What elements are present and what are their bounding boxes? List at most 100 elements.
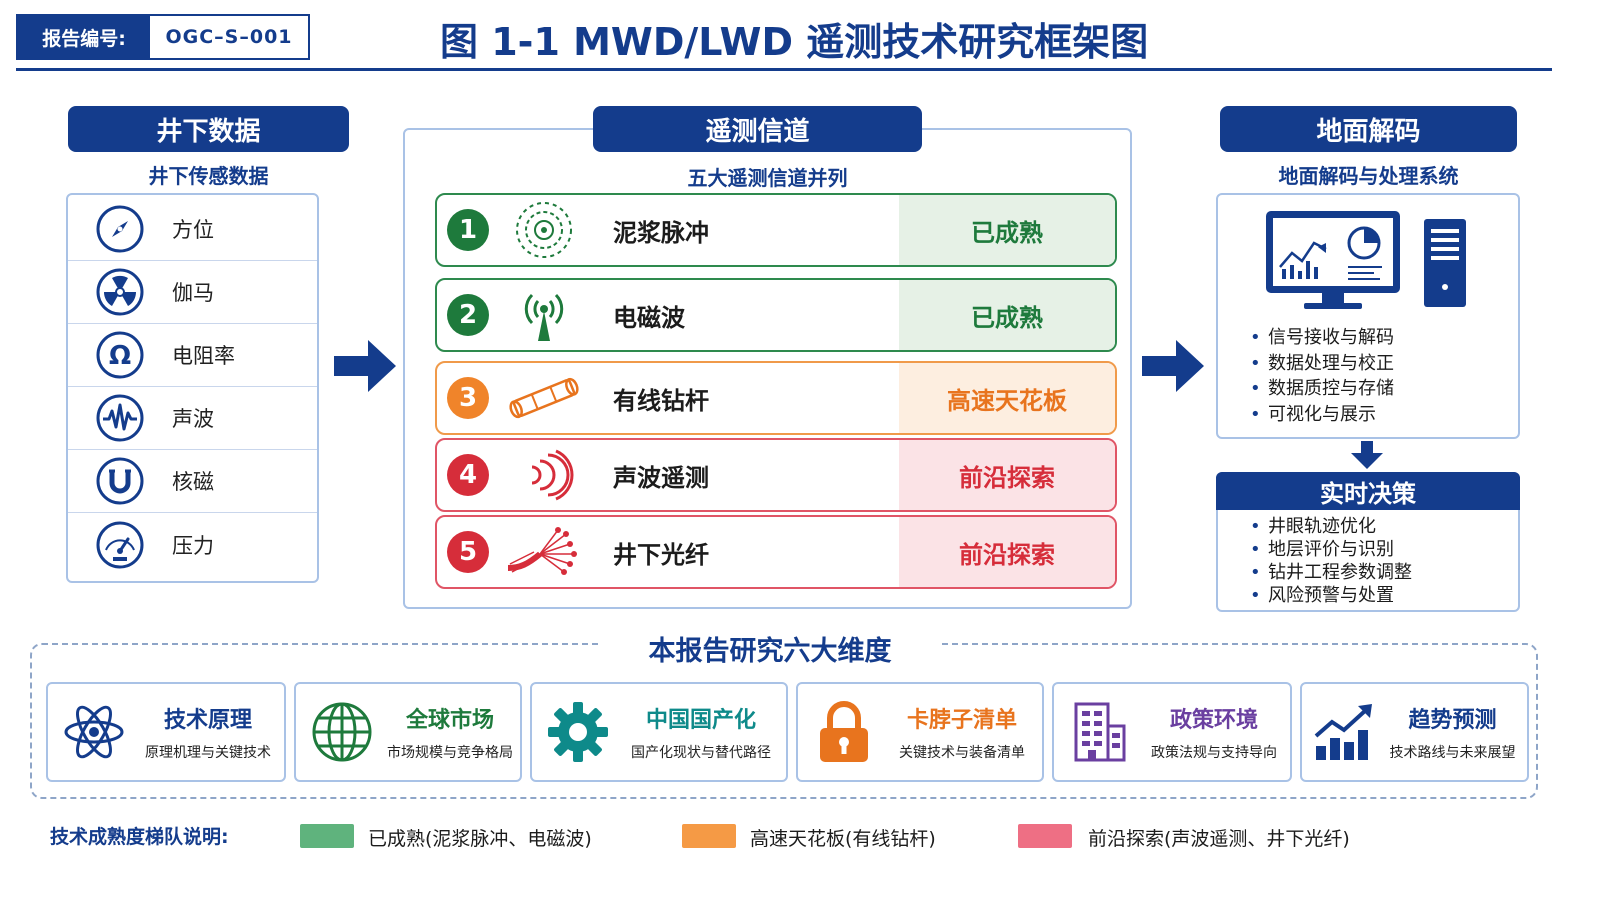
building-icon: [1062, 700, 1138, 764]
sensor-label: 声波: [172, 406, 214, 431]
lock-icon: [806, 700, 882, 764]
gear-icon: [540, 700, 616, 764]
surface-function-list: 信号接收与解码 数据处理与校正 数据质控与存储 可视化与展示: [1248, 325, 1508, 427]
channel-row-fiber: 5 井下光纤 前沿探索: [435, 515, 1117, 589]
legend-label-mature: 已成熟(泥浆脉冲、电磁波): [368, 828, 592, 850]
page-title: 图 1-1 MWD/LWD 遥测技术研究框架图: [440, 19, 1149, 64]
channel-title: 遥测信道: [593, 106, 922, 152]
channel-status: 高速天花板: [899, 363, 1115, 433]
decision-item: 井眼轨迹优化: [1248, 515, 1516, 538]
sensor-label: 伽马: [172, 280, 214, 305]
sensor-label: 方位: [172, 217, 214, 242]
decision-item: 地层评价与识别: [1248, 538, 1516, 561]
globe-icon: [304, 700, 380, 764]
channel-name: 声波遥测: [613, 463, 709, 492]
dimension-title: 技术原理: [163, 708, 252, 733]
trend-chart-icon: [1310, 702, 1378, 762]
channel-status: 已成熟: [899, 195, 1115, 265]
dimension-card-market: 全球市场市场规模与竞争格局: [294, 682, 522, 782]
flow-arrow-right-icon: [334, 340, 396, 396]
decision-item: 钻井工程参数调整: [1248, 561, 1516, 584]
channel-status: 已成熟: [899, 280, 1115, 350]
surface-function-item: 数据质控与存储: [1248, 376, 1508, 402]
downhole-sensor-list: 方位 伽马 Ω 电阻率 声波 核磁 压力: [66, 193, 319, 583]
downhole-subtitle: 井下传感数据: [148, 164, 269, 188]
dimension-subtitle: 市场规模与竞争格局: [387, 745, 513, 761]
sensor-row-gamma: 伽马: [68, 260, 317, 324]
legend-swatch-ceiling: [682, 824, 736, 848]
sensor-label: 电阻率: [172, 343, 235, 368]
channel-number-badge: 3: [447, 377, 489, 419]
channel-number-badge: 2: [447, 294, 489, 336]
magnet-icon: [68, 456, 172, 506]
downhole-title: 井下数据: [68, 106, 349, 152]
fiber-optic-icon: [489, 524, 599, 580]
decision-list: 井眼轨迹优化 地层评价与识别 钻井工程参数调整 风险预警与处置: [1248, 515, 1516, 607]
compass-icon: [68, 204, 172, 254]
dimension-card-bottleneck: 卡脖子清单关键技术与装备清单: [796, 682, 1044, 782]
decision-title: 实时决策: [1216, 472, 1520, 510]
channel-name: 有线钻杆: [613, 386, 709, 415]
antenna-icon: [489, 285, 599, 345]
dimensions-title: 本报告研究六大维度: [600, 628, 940, 668]
report-id-value: OGC–S–001: [165, 26, 293, 48]
radiation-icon: [68, 267, 172, 317]
gauge-icon: [68, 520, 172, 570]
dimension-card-principle: 技术原理原理机理与关键技术: [46, 682, 286, 782]
dimension-subtitle: 关键技术与装备清单: [899, 745, 1025, 761]
monitor-icon: [1264, 209, 1404, 317]
channel-number-badge: 5: [447, 531, 489, 573]
channel-row-wired-pipe: 3 有线钻杆 高速天花板: [435, 361, 1117, 435]
pulse-rings-icon: [489, 200, 599, 260]
dimension-subtitle: 原理机理与关键技术: [145, 745, 271, 761]
report-id-box: 报告编号: OGC–S–001: [16, 14, 310, 60]
legend-title: 技术成熟度梯队说明:: [50, 826, 229, 848]
report-id-label: 报告编号:: [18, 16, 150, 58]
dimension-card-trend: 趋势预测技术路线与未来展望: [1300, 682, 1529, 782]
legend-label-frontier: 前沿探索(声波遥测、井下光纤): [1088, 828, 1350, 850]
dimension-title: 全球市场: [405, 708, 494, 733]
channel-number-badge: 1: [447, 209, 489, 251]
atom-icon: [56, 700, 132, 764]
header-divider: [16, 68, 1552, 71]
sensor-row-resistivity: Ω 电阻率: [68, 323, 317, 387]
dimension-subtitle: 技术路线与未来展望: [1389, 745, 1516, 761]
waveform-icon: [68, 393, 172, 443]
server-tower-icon: [1422, 217, 1468, 313]
telemetry-channel-panel: 五大遥测信道并列 1 泥浆脉冲 已成熟 2 电磁波 已成熟 3 有线钻杆 高速天…: [403, 128, 1132, 609]
legend-swatch-mature: [300, 824, 354, 848]
sound-wave-icon: [489, 445, 599, 505]
decision-item: 风险预警与处置: [1248, 584, 1516, 607]
channel-subtitle: 五大遥测信道并列: [687, 166, 848, 190]
surface-subtitle: 地面解码与处理系统: [1278, 164, 1459, 188]
sensor-row-acoustic: 声波: [68, 386, 317, 450]
dimension-subtitle: 政策法规与支持导向: [1151, 745, 1277, 761]
dimension-title: 政策环境: [1169, 708, 1258, 733]
channel-status: 前沿探索: [899, 440, 1115, 510]
surface-function-item: 数据处理与校正: [1248, 351, 1508, 377]
sensor-label: 核磁: [172, 469, 214, 494]
realtime-decision-panel: 实时决策 井眼轨迹优化 地层评价与识别 钻井工程参数调整 风险预警与处置: [1216, 472, 1520, 612]
dimension-card-policy: 政策环境政策法规与支持导向: [1052, 682, 1292, 782]
sensor-row-azimuth: 方位: [68, 197, 317, 261]
sensor-row-pressure: 压力: [68, 513, 317, 576]
dimension-card-localization: 中国国产化国产化现状与替代路径: [530, 682, 788, 782]
dimension-title: 趋势预测: [1408, 708, 1497, 733]
omega-icon: Ω: [68, 330, 172, 380]
surface-function-item: 可视化与展示: [1248, 402, 1508, 428]
sensor-row-nmr: 核磁: [68, 449, 317, 513]
legend-label-ceiling: 高速天花板(有线钻杆): [750, 828, 936, 850]
flow-arrow-down-icon: [1349, 441, 1385, 473]
channel-row-em: 2 电磁波 已成熟: [435, 278, 1117, 352]
svg-text:Ω: Ω: [109, 341, 131, 371]
channel-name: 井下光纤: [613, 540, 709, 569]
surface-function-item: 信号接收与解码: [1248, 325, 1508, 351]
surface-system-panel: 信号接收与解码 数据处理与校正 数据质控与存储 可视化与展示: [1216, 193, 1520, 439]
drill-pipe-icon: [489, 373, 599, 423]
channel-row-mud-pulse: 1 泥浆脉冲 已成熟: [435, 193, 1117, 267]
sensor-label: 压力: [172, 533, 214, 558]
flow-arrow-right-icon: [1142, 340, 1204, 396]
channel-number-badge: 4: [447, 454, 489, 496]
dimension-title: 中国国产化: [645, 708, 756, 733]
surface-title: 地面解码: [1220, 106, 1517, 152]
